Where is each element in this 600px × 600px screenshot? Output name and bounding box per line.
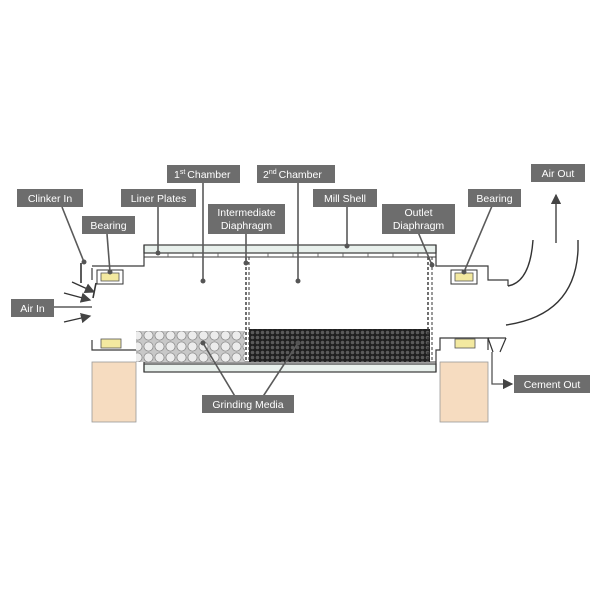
cement-discharge: [487, 337, 507, 353]
svg-text:Air Out: Air Out: [542, 168, 575, 180]
label-air-in: Air In: [11, 299, 54, 317]
label-bearing-left: Bearing: [82, 216, 135, 234]
svg-text:Diaphragm: Diaphragm: [221, 220, 273, 232]
label-air-out: Air Out: [531, 164, 585, 182]
label-cement-out: Cement Out: [514, 375, 590, 393]
right-bearing-top: [450, 269, 478, 285]
leader-grinding-media-right: [261, 342, 299, 399]
svg-text:Cement Out: Cement Out: [524, 379, 581, 391]
leader-clinker-in: [61, 206, 85, 263]
svg-text:Clinker In: Clinker In: [28, 193, 73, 205]
svg-text:Grinding Media: Grinding Media: [212, 399, 283, 411]
cement-out-arrow: [491, 352, 514, 390]
label-bearing-right: Bearing: [468, 189, 521, 207]
svg-text:Diaphragm: Diaphragm: [393, 220, 445, 232]
left-foundation: [91, 361, 137, 423]
label-intermediate-diaphragm: Intermediate Diaphragm: [208, 204, 285, 234]
svg-text:Mill Shell: Mill Shell: [324, 193, 366, 205]
mill-shell-top: [143, 244, 437, 258]
svg-text:Bearing: Bearing: [476, 193, 512, 205]
leader-grinding-media-left: [202, 342, 237, 399]
svg-text:Air In: Air In: [20, 303, 45, 315]
clinker-inlet-chute: [80, 263, 97, 299]
svg-text:Bearing: Bearing: [90, 220, 126, 232]
left-bearing-bottom: [100, 338, 122, 349]
mill-shell-bottom: [143, 361, 437, 373]
label-outlet-diaphragm: Outlet Diaphragm: [382, 204, 455, 234]
right-foundation: [439, 361, 489, 423]
svg-text:Outlet: Outlet: [404, 207, 432, 219]
svg-text:Intermediate: Intermediate: [217, 207, 276, 219]
fine-grinding-media: [249, 329, 430, 362]
coarse-grinding-media: [136, 331, 245, 362]
air-in-arrows: [63, 281, 96, 324]
label-mill-shell: Mill Shell: [313, 189, 377, 207]
label-clinker-in: Clinker In: [17, 189, 83, 207]
air-out-duct: [505, 239, 579, 326]
right-bearing-bottom: [454, 338, 476, 349]
right-trunnion: [435, 245, 509, 372]
label-grinding-media: Grinding Media: [202, 395, 294, 413]
label-liner-plates: Liner Plates: [121, 189, 196, 207]
svg-text:Liner Plates: Liner Plates: [131, 193, 186, 205]
leader-outlet: [417, 231, 433, 266]
leader-bearing-right: [463, 205, 493, 273]
leader-bearing-left: [106, 233, 111, 273]
